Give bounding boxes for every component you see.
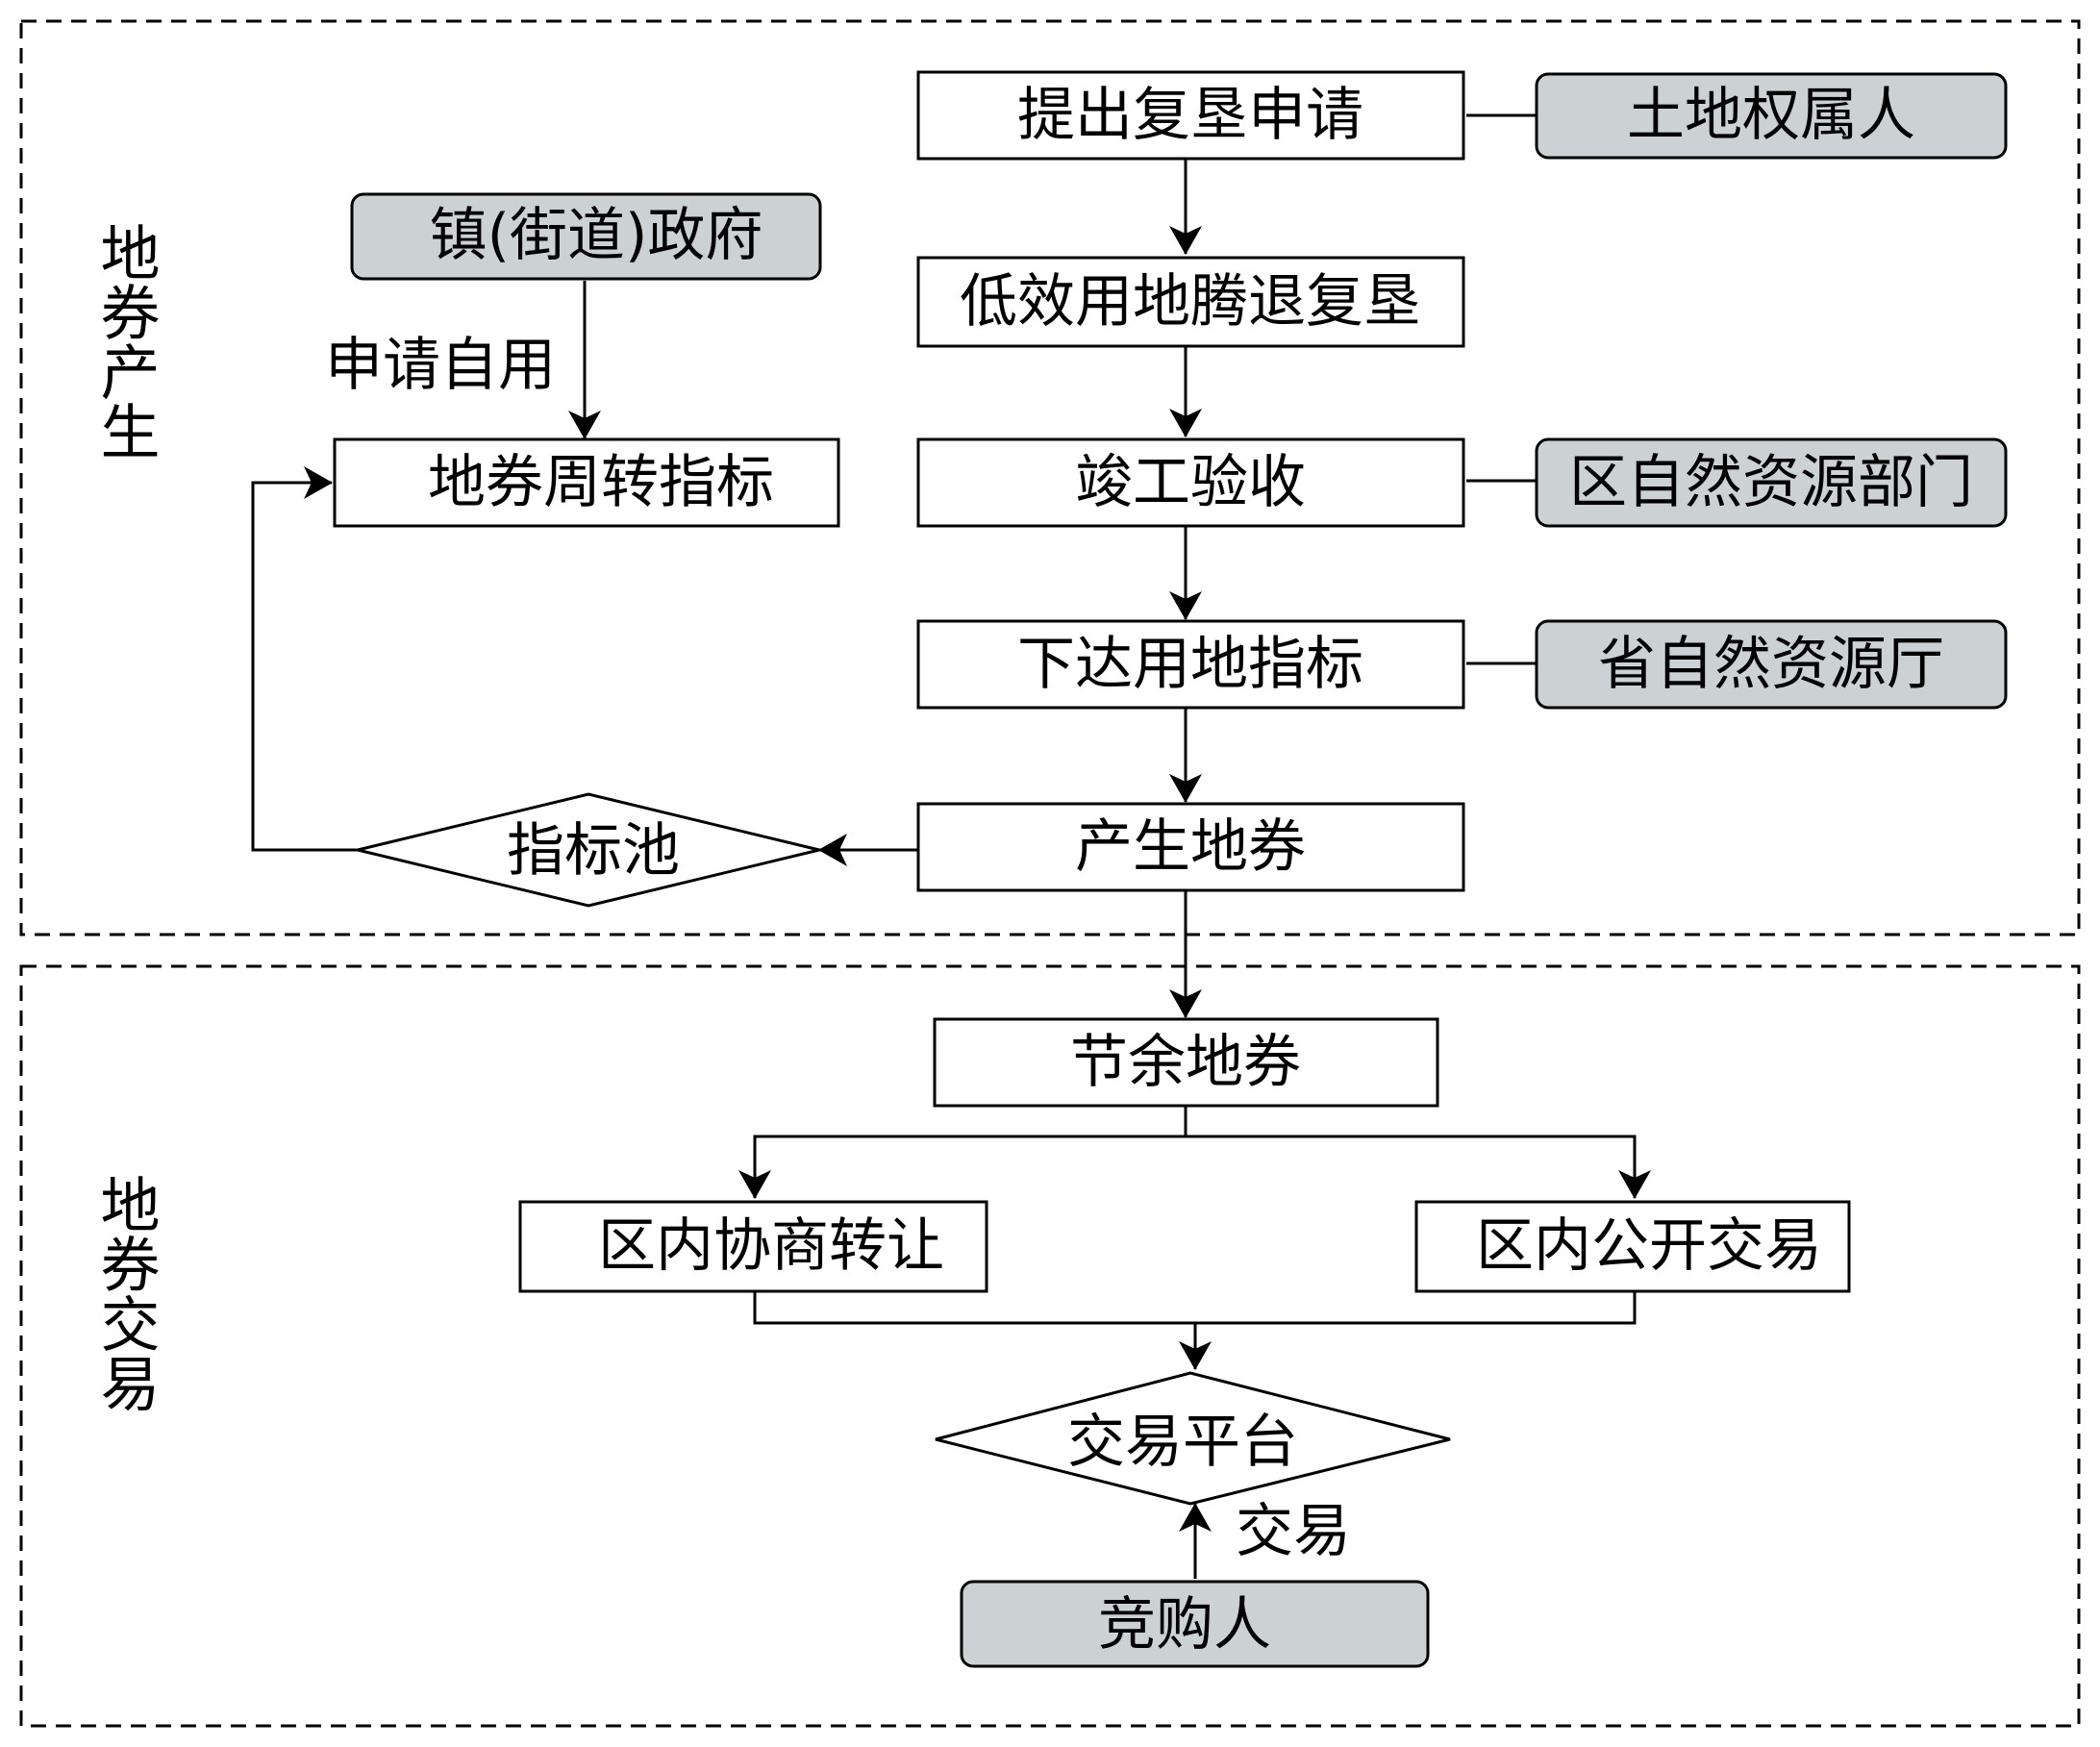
- svg-text:省自然资源厅: 省自然资源厅: [1598, 631, 1944, 698]
- node-surplus-land-ticket: 节余地券: [933, 1017, 1439, 1108]
- svg-text:竣工验收: 竣工验收: [1075, 449, 1306, 516]
- node-completion-acceptance: 竣工验收: [916, 437, 1465, 528]
- actor-provincial-resources-dept: 省自然资源厅: [1535, 619, 2008, 710]
- svg-text:地券周转指标: 地券周转指标: [428, 449, 774, 516]
- svg-text:产生地券: 产生地券: [1075, 813, 1306, 881]
- section-label-trading: 地券交易: [90, 1174, 161, 1412]
- svg-text:土地权属人: 土地权属人: [1627, 82, 1915, 149]
- edge-label-trade: 交易: [1236, 1498, 1351, 1565]
- arrow-surplus-split-left: [738, 1106, 1188, 1199]
- node-negotiated-transfer: 区内协商转让: [518, 1200, 988, 1293]
- section-label-generation: 地券产生: [90, 222, 161, 461]
- node-apply-reclamation: 提出复垦申请: [916, 70, 1465, 161]
- section-frame-generation: [19, 19, 2081, 936]
- svg-text:提出复垦申请: 提出复垦申请: [1017, 82, 1363, 149]
- node-turnover-indicator: 地券周转指标: [333, 437, 840, 528]
- edge-label-apply-self-use: 申请自用: [325, 332, 556, 399]
- arrow-pool-to-turnover: [251, 466, 358, 852]
- svg-text:指标池: 指标池: [507, 817, 680, 885]
- svg-text:低效用地腾退复垦: 低效用地腾退复垦: [960, 268, 1421, 336]
- svg-text:区内协商转让: 区内协商转让: [598, 1212, 944, 1280]
- svg-text:区内公开交易: 区内公开交易: [1476, 1212, 1822, 1280]
- actor-town-government: 镇(街道)政府: [350, 192, 822, 281]
- svg-text:节余地券: 节余地券: [1070, 1029, 1301, 1096]
- node-trading-platform: 交易平台: [935, 1371, 1451, 1506]
- node-low-efficiency-reclaim: 低效用地腾退复垦: [916, 256, 1465, 348]
- node-generate-land-ticket: 产生地券: [916, 802, 1465, 892]
- connector-transfer-merge: [753, 1291, 1637, 1325]
- actor-bidder: 竞购人: [960, 1580, 1430, 1668]
- svg-text:竞购人: 竞购人: [1098, 1591, 1271, 1659]
- node-public-trading: 区内公开交易: [1414, 1200, 1851, 1293]
- node-indicator-pool: 指标池: [357, 792, 820, 908]
- actor-district-resources-dept: 区自然资源部门: [1535, 437, 2008, 528]
- node-issue-land-indicator: 下达用地指标: [916, 619, 1465, 710]
- svg-text:镇(街道)政府: 镇(街道)政府: [430, 202, 763, 269]
- svg-text:下达用地指标: 下达用地指标: [1017, 631, 1363, 698]
- section-frame-trading: [19, 964, 2081, 1728]
- svg-text:交易平台: 交易平台: [1067, 1409, 1298, 1476]
- actor-land-owner: 土地权属人: [1535, 72, 2008, 160]
- arrow-surplus-split-right: [1186, 1135, 1651, 1199]
- svg-text:区自然资源部门: 区自然资源部门: [1569, 449, 1973, 516]
